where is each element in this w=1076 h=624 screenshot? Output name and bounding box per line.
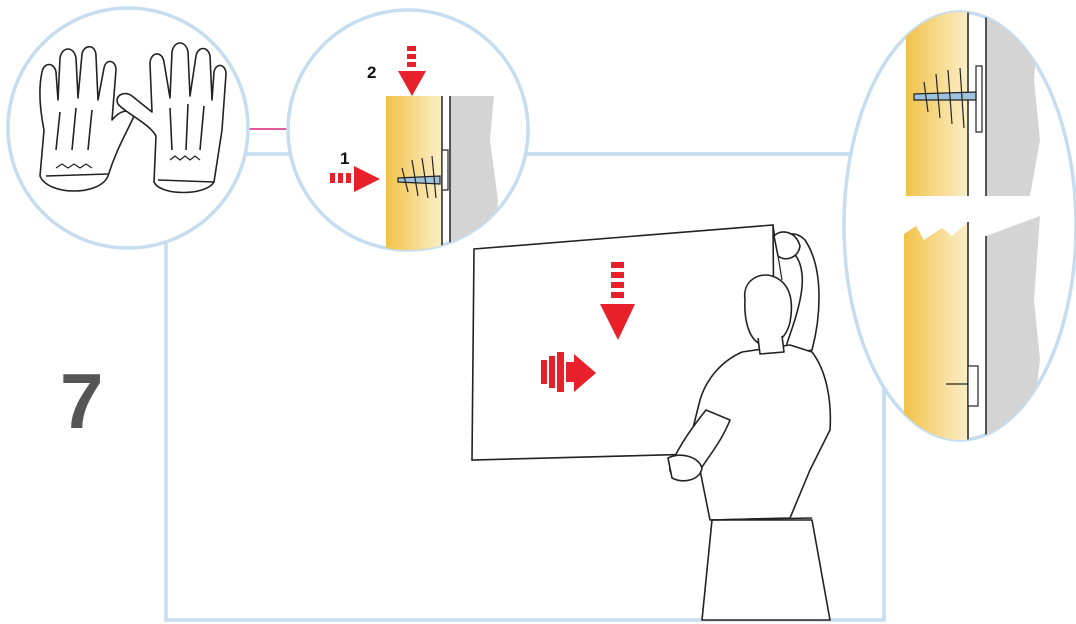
wood-stud [904, 222, 968, 440]
step-number: 7 [60, 357, 103, 445]
mounted-anchor-icon [946, 365, 979, 407]
gloves-callout [6, 6, 250, 250]
arrow-down-icon [600, 262, 635, 340]
arrow-down-icon [398, 46, 426, 96]
arrow-2-label: 2 [367, 63, 376, 82]
wall-board [986, 216, 1040, 440]
wall-board [986, 12, 1040, 196]
result-detail-callout [842, 10, 1076, 442]
arrow-1-label: 1 [340, 149, 349, 168]
gloves-icon [39, 42, 227, 194]
wall-anchor-icon [397, 149, 449, 199]
installer-figure [667, 231, 832, 621]
anchor-detail-callout: 2 1 [286, 8, 530, 252]
screw-push-icon [541, 352, 596, 392]
arrow-right-icon [330, 166, 380, 192]
wood-stud [906, 12, 968, 196]
wall-anchor-icon [913, 65, 983, 133]
